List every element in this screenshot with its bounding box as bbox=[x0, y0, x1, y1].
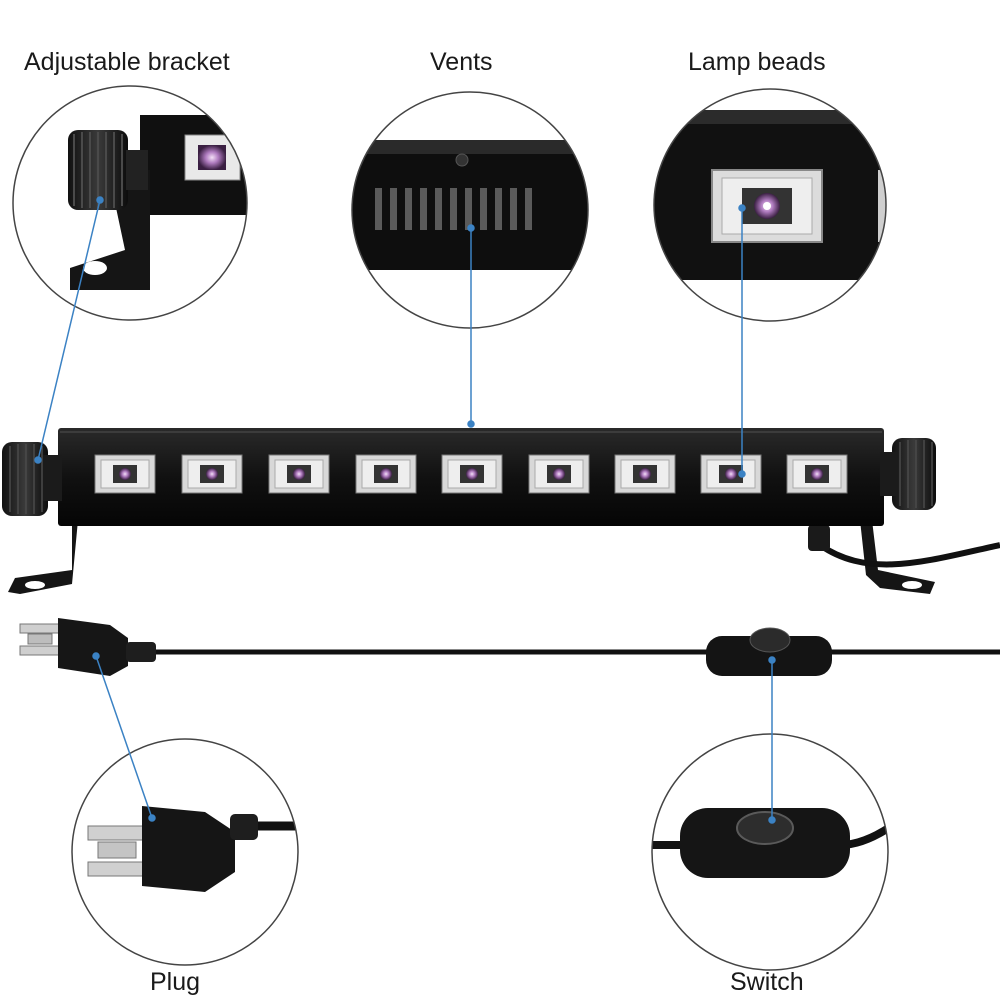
lamp-beads-label: Lamp beads bbox=[688, 48, 826, 76]
plug-label: Plug bbox=[150, 968, 201, 996]
lamp-bead bbox=[700, 454, 762, 494]
lamp-bead bbox=[268, 454, 330, 494]
vents-label: Vents bbox=[430, 48, 493, 76]
power-cord bbox=[19, 618, 1000, 676]
switch-zoom-circle bbox=[651, 733, 889, 971]
plug-zoom-circle bbox=[71, 738, 299, 966]
bracket-leader-line bbox=[37, 199, 101, 461]
bracket-zoom-circle bbox=[12, 85, 248, 321]
lamp-beads-zoom-circle bbox=[653, 88, 887, 322]
lamp-bead bbox=[614, 454, 676, 494]
lamp-bead bbox=[181, 454, 243, 494]
lamp-bead-row bbox=[94, 454, 848, 494]
bracket-label: Adjustable bracket bbox=[24, 48, 230, 76]
lamp-bead bbox=[355, 454, 417, 494]
switch-label: Switch bbox=[730, 968, 804, 996]
vents-zoom-circle bbox=[351, 91, 589, 329]
uv-light-bar bbox=[2, 428, 1000, 594]
leader-lines bbox=[34, 196, 776, 824]
lamp-bead bbox=[786, 454, 848, 494]
lamp-bead bbox=[528, 454, 590, 494]
lamp-bead bbox=[441, 454, 503, 494]
plug-leader-line bbox=[95, 655, 153, 819]
lamp-bead bbox=[94, 454, 156, 494]
